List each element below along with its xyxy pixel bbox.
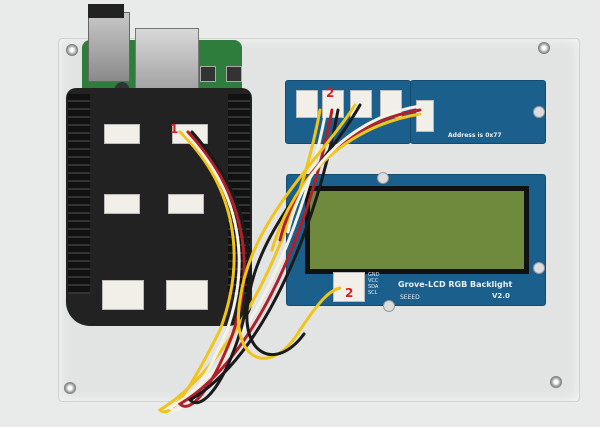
grove-cape (66, 88, 252, 326)
lcd-version: V2.0 (492, 292, 510, 300)
pin-label: VCC (368, 278, 379, 284)
lcd-title: Grove-LCD RGB Backlight (398, 280, 513, 289)
grove-connector (296, 90, 318, 118)
screw-icon (550, 376, 562, 388)
mount-hole (533, 262, 545, 274)
mount-hole (383, 300, 395, 312)
port-marker: 2 (345, 286, 354, 300)
grove-connector (168, 194, 204, 214)
cable-yellow-2 (237, 103, 357, 360)
pin-labels: GND VCC SDA SCL (368, 272, 379, 296)
cable-white (167, 108, 328, 412)
pin-label: SDA (368, 284, 379, 290)
cable-yellow-3 (270, 112, 422, 252)
grove-connector (166, 280, 208, 310)
brand-logo: SEEED (400, 294, 420, 301)
port-marker: 1 (170, 122, 179, 136)
grove-connector (104, 124, 140, 144)
screw-icon (538, 42, 550, 54)
lcd-screen (305, 186, 529, 274)
pin-label: SCL (368, 290, 378, 296)
cable-white-3 (286, 104, 422, 234)
grove-connector (333, 272, 365, 302)
sd-card (88, 4, 124, 18)
mount-hole (533, 106, 545, 118)
screw-icon (66, 44, 78, 56)
cable-black (187, 108, 340, 405)
usb-port (88, 12, 130, 82)
left-header (68, 94, 90, 294)
port-marker: 2 (326, 86, 335, 100)
button (226, 66, 242, 82)
button (200, 66, 216, 82)
grove-connector (102, 280, 144, 310)
address-label: Address is 0x77 (448, 132, 502, 139)
pin-label: GND (368, 272, 380, 278)
grove-connector (104, 194, 140, 214)
screw-icon (64, 382, 76, 394)
mount-hole (377, 172, 389, 184)
